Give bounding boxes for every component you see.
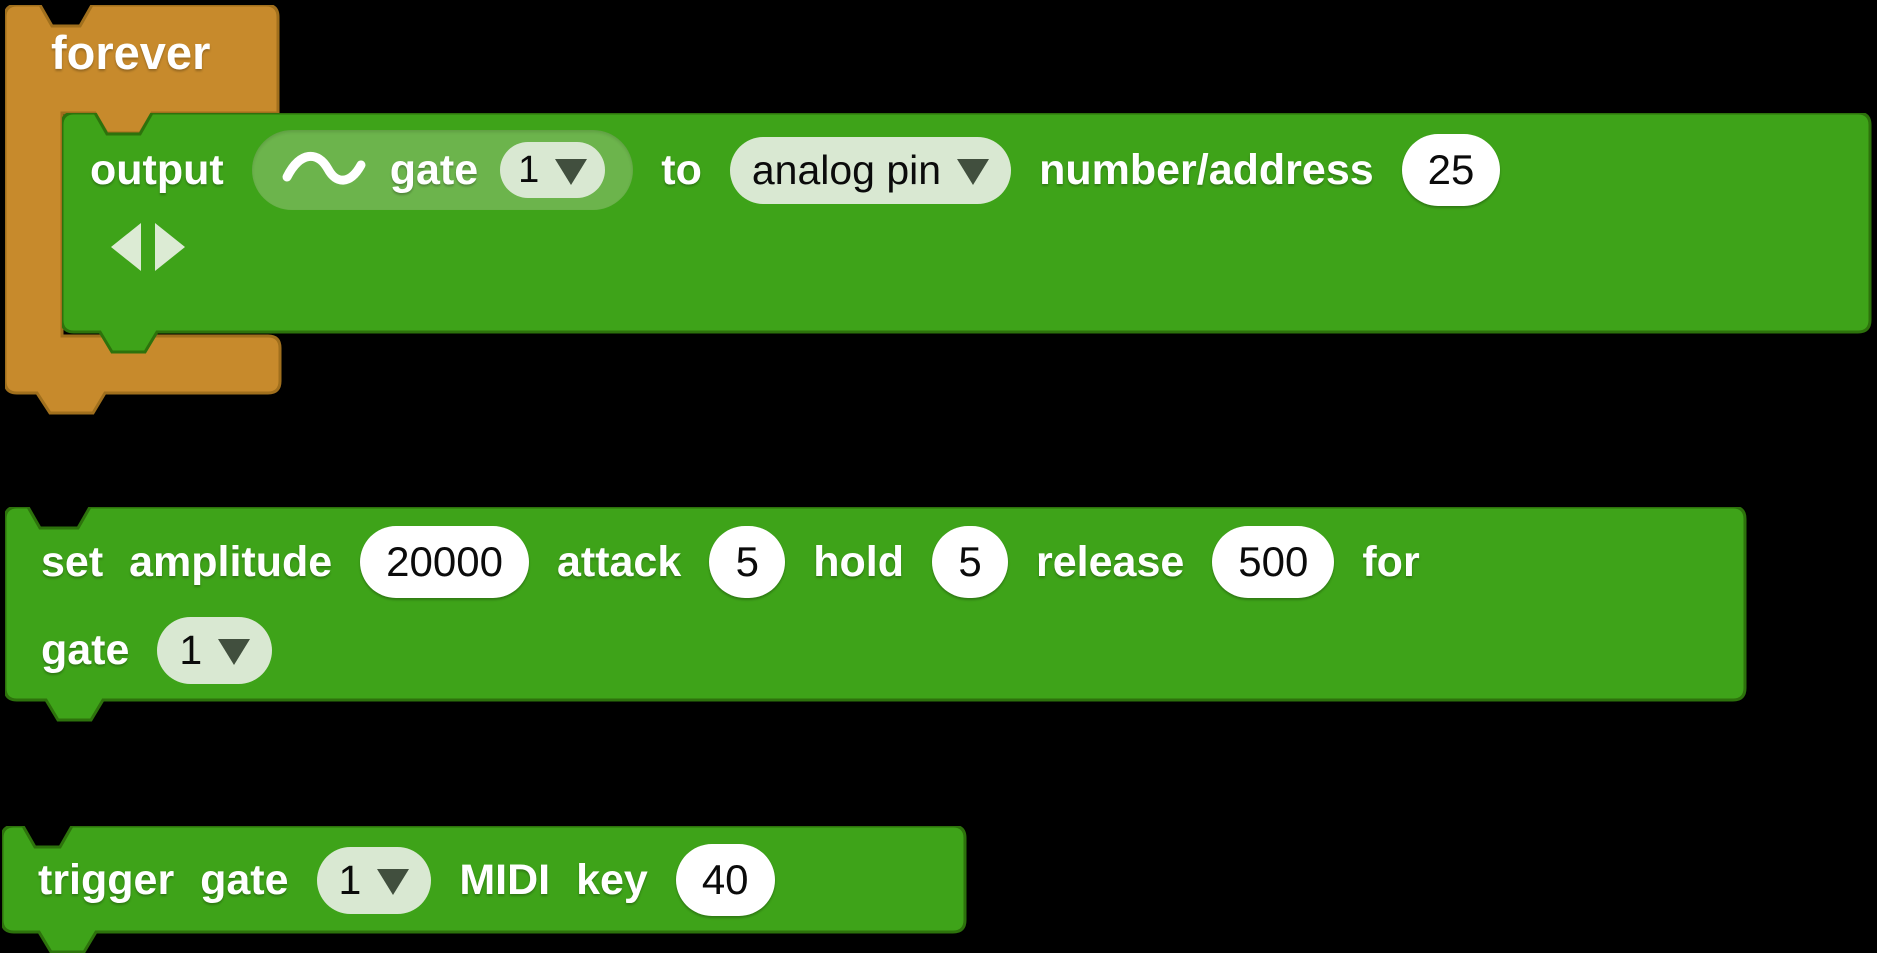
gate-label: gate — [41, 625, 130, 674]
to-label: to — [661, 145, 702, 194]
gate-dropdown[interactable]: 1 — [157, 616, 273, 684]
amplitude-input[interactable]: 20000 — [360, 526, 529, 598]
dropdown-arrow-icon — [218, 639, 251, 665]
dropdown-arrow-icon — [377, 869, 410, 895]
sine-wave-icon — [282, 151, 366, 185]
for-label: for — [1362, 537, 1420, 586]
trigger-gate-label: trigger gate — [38, 855, 289, 904]
dropdown-arrow-icon — [957, 159, 990, 185]
forever-block-shape — [5, 5, 282, 415]
gate-dropdown-value: 1 — [338, 856, 362, 903]
hold-label: hold — [813, 537, 905, 586]
left-right-arrows-icon — [111, 223, 185, 271]
release-label: release — [1036, 537, 1185, 586]
address-input[interactable]: 25 — [1401, 134, 1501, 206]
gate-label: gate — [389, 145, 479, 194]
midi-key-input[interactable]: 40 — [675, 844, 775, 916]
attack-input[interactable]: 5 — [709, 526, 786, 598]
amplitude-value: 20000 — [386, 538, 503, 585]
gate-dropdown-value: 1 — [179, 626, 203, 673]
address-value: 25 — [1427, 146, 1475, 193]
output-target-dropdown[interactable]: analog pin — [729, 136, 1012, 204]
gate-dropdown[interactable]: 1 — [500, 142, 606, 198]
wave-gate-reporter-block[interactable]: gate 1 — [251, 130, 634, 210]
set-amplitude-label: set amplitude — [41, 537, 333, 586]
forever-label: forever — [51, 26, 211, 79]
attack-value: 5 — [735, 538, 759, 585]
hold-input[interactable]: 5 — [932, 526, 1009, 598]
midi-key-value: 40 — [701, 856, 749, 903]
release-input[interactable]: 500 — [1212, 526, 1335, 598]
forever-block[interactable]: forever — [5, 5, 285, 417]
hold-value: 5 — [958, 538, 982, 585]
output-block[interactable]: output gate 1 to analog pin number/addre… — [62, 113, 1872, 355]
gate-dropdown-value: 1 — [518, 148, 540, 191]
midi-key-label: MIDI key — [459, 855, 648, 904]
attack-label: attack — [556, 537, 682, 586]
dropdown-arrow-icon — [555, 159, 588, 185]
release-value: 500 — [1238, 538, 1309, 585]
gate-dropdown[interactable]: 1 — [316, 846, 432, 914]
output-label: output — [90, 145, 224, 194]
set-envelope-block[interactable]: set amplitude 20000 attack 5 hold 5 rele… — [5, 507, 1747, 723]
output-target-dropdown-value: analog pin — [751, 146, 942, 193]
number-address-label: number/address — [1039, 145, 1374, 194]
trigger-gate-block[interactable]: trigger gate 1 MIDI key 40 — [2, 826, 967, 953]
argument-expander[interactable] — [104, 215, 192, 279]
